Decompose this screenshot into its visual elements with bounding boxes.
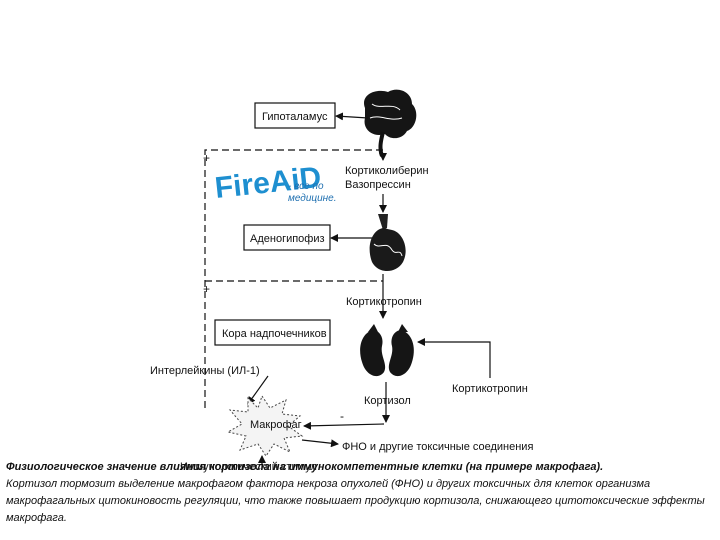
caption-body: Кортизол тормозит выделение макрофагом ф… [6,478,705,524]
adrenal-cortex-box [214,319,331,346]
watermark-tagline-2: медицине. [288,193,337,204]
adrenal-glands-icon [360,324,414,377]
cortisol-label: Кортизол [364,395,411,407]
corticotropin-label: Кортикотропин [346,296,422,308]
hypothalamus-label: Гипоталамус [262,111,328,123]
immuno-stimulus-label: Иммунологический стимул [180,461,317,473]
adenohypophysis-label: Аденогипофиз [250,233,325,245]
adrenal-cortex-label: Кора надпочечников [222,328,327,340]
tnf-arrow [301,439,339,448]
watermark-tagline-1: - все по [288,181,324,192]
crh-label: Кортиколиберин [345,165,429,177]
macrophage-icon [226,394,304,457]
interleukins-label: Интерлейкины (ИЛ-1) [150,365,260,377]
corticotropin-right-label: Кортикотропин [452,383,528,395]
brain-to-hypothalamus-arrow [335,112,369,121]
feedback-dashed-top [204,149,387,408]
right-feedback-line [417,338,491,378]
vasopressin-label: Вазопрессин [345,179,411,191]
macrophage-label: Макрофаг [250,419,302,431]
brain-icon [364,89,417,157]
fireaid-watermark: FireAiD - все по медицине. [213,161,336,205]
adenohypophysis-box [243,224,331,251]
interleukins-arrow [247,375,269,405]
plus-sign-top: + [203,151,210,165]
tnf-label: ФНО и другие токсичные соединения [342,441,533,453]
minus-sign-cortisol: - [340,409,344,423]
figure-caption: Физиологическое значение влияния кортизо… [6,459,714,527]
pituitary-icon [369,214,406,271]
caption-title: Физиологическое значение влияния кортизо… [6,461,604,473]
cortisol-to-macrophage-arrow [303,421,385,430]
plus-sign-mid: + [203,282,210,296]
hypothalamus-box [254,102,336,129]
